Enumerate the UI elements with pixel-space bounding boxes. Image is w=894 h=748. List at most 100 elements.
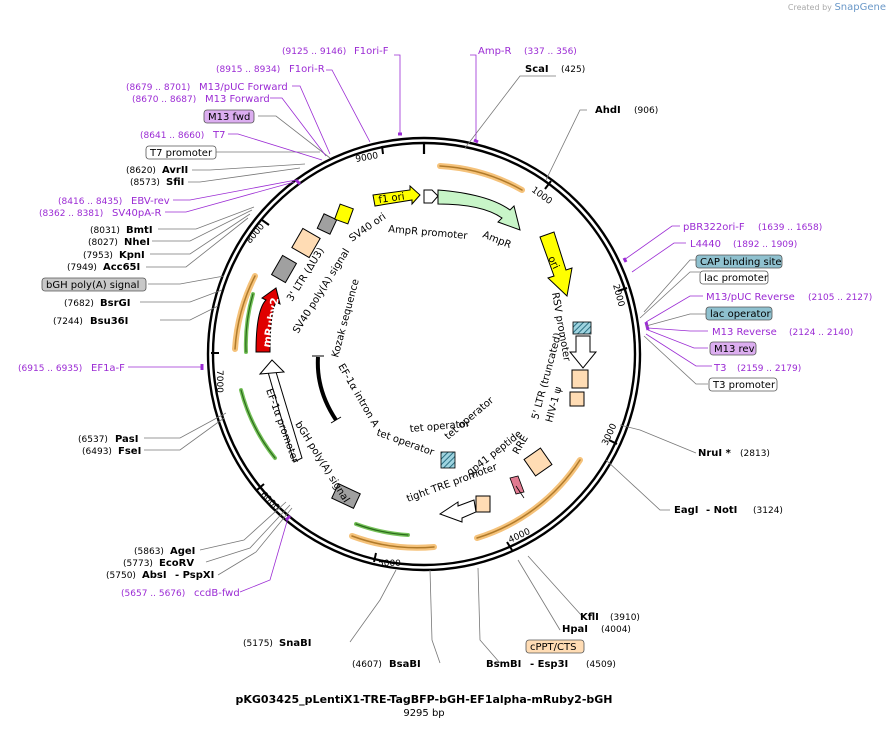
feature-ef1a-intron [315, 356, 338, 422]
svg-text:(2124 .. 2140): (2124 .. 2140) [789, 328, 853, 338]
credit-prefix: Created by [787, 3, 832, 12]
svg-text:ScaI: ScaI [525, 64, 549, 75]
svg-text:lac operator: lac operator [710, 309, 771, 320]
svg-text:(3124): (3124) [753, 506, 783, 516]
svg-text:Amp-R: Amp-R [478, 46, 512, 57]
site-bsmbi-esp3i: BsmBI- Esp3I(4509) [486, 659, 616, 670]
site-ecorv: (5773)EcoRV [123, 558, 194, 569]
feature-sv40-ori [334, 203, 354, 225]
arc-left-core [234, 275, 256, 350]
site-nhei: (8027) NheI [88, 237, 150, 248]
label-f1-ori: f1 ori [378, 191, 405, 206]
plasmid-title: pKG03425_pLentiX1-TRE-TagBFP-bGH-EF1alph… [235, 693, 612, 706]
arc-ampR-core [439, 165, 523, 191]
svg-text:(6493): (6493) [82, 447, 112, 457]
arc-ampR-region [437, 163, 525, 193]
primer-m13-puc-reverse: M13/pUC Reverse(2105 .. 2127) [706, 292, 872, 303]
svg-text:BsmBI: BsmBI [486, 659, 521, 670]
primer-amp-r: Amp-R(337 .. 356) [478, 46, 577, 57]
svg-text:(4607): (4607) [352, 660, 382, 670]
svg-text:NheI: NheI [124, 237, 150, 248]
svg-text:SV40pA-R: SV40pA-R [112, 208, 161, 219]
box-m13-rev: M13 rev [709, 341, 757, 356]
tick-7000: 7000 [211, 352, 224, 393]
svg-text:(425): (425) [561, 65, 585, 75]
label-sv40-ori: SV40 ori [347, 211, 388, 244]
svg-text:T7: T7 [212, 130, 225, 141]
svg-text:CAP binding site: CAP binding site [700, 257, 782, 268]
label-kozak: Kozak sequence [330, 278, 362, 359]
svg-text:(5773): (5773) [123, 559, 153, 569]
primer-ccdb-fwd: (5657 .. 5676)ccdB-fwd [121, 588, 240, 599]
svg-text:(8573): (8573) [130, 178, 160, 188]
svg-text:(3910): (3910) [610, 613, 640, 623]
svg-text:lac promoter: lac promoter [704, 273, 769, 284]
box-bgh-polya: bGH poly(A) signal [41, 277, 147, 292]
site-pasi: (6537) PasI [78, 434, 138, 445]
leader-lines [128, 54, 712, 664]
svg-text:9000: 9000 [355, 151, 380, 165]
svg-text:SfiI: SfiI [166, 177, 184, 188]
site-fsei: (6493) FseI [82, 446, 141, 457]
svg-text:(6537): (6537) [78, 435, 108, 445]
svg-text:AvrII: AvrII [162, 165, 188, 176]
svg-text:AgeI: AgeI [170, 546, 195, 557]
svg-text:7000: 7000 [214, 370, 224, 393]
box-t7-promoter: T7 promoter [145, 145, 217, 160]
svg-text:M13 rev: M13 rev [714, 344, 755, 355]
boxed-labels: M13 fwd T7 promoter bGH poly(A) signal C… [41, 109, 783, 654]
feature-sv40-ori-gray [316, 213, 338, 235]
site-acc65i: (7949)Acc65I [67, 262, 140, 273]
site-bsu36i: (7244)Bsu36I [53, 316, 128, 327]
svg-text:FseI: FseI [118, 446, 141, 457]
box-m13-fwd: M13 fwd [203, 109, 255, 124]
svg-text:- NotI: - NotI [706, 505, 737, 516]
svg-text:(4509): (4509) [586, 660, 616, 670]
svg-text:(5175): (5175) [243, 639, 273, 649]
tick-9000: 9000 [355, 145, 384, 165]
svg-text:PasI: PasI [115, 434, 138, 445]
svg-text:(8670 .. 8687): (8670 .. 8687) [132, 95, 196, 105]
site-avrii: (8620)AvrII [126, 165, 188, 176]
label-tet-operator-3: tet operator [443, 395, 497, 443]
site-nrui: NruI *(2813) [698, 448, 770, 459]
label-ampR-promoter: AmpR promoter [388, 224, 469, 242]
svg-text:(9125 .. 9146): (9125 .. 9146) [282, 47, 346, 57]
plasmid-length: 9295 bp [403, 708, 444, 719]
svg-text:(8027): (8027) [88, 238, 118, 248]
site-kpni: (7953)KpnI [83, 250, 145, 261]
feature-rsv-promoter [568, 335, 598, 369]
svg-text:M13/pUC Reverse: M13/pUC Reverse [706, 292, 795, 303]
svg-text:T7 promoter: T7 promoter [149, 148, 213, 159]
label-ampR: AmpR [481, 230, 513, 251]
svg-text:5000: 5000 [378, 559, 401, 569]
site-absi-pspxi: (5750)AbsI- PspXI [106, 570, 214, 581]
feature-lac-operator-hatch [572, 321, 592, 335]
svg-text:(5750): (5750) [106, 571, 136, 581]
svg-text:(7244): (7244) [53, 317, 83, 327]
site-scai: ScaI (425) [525, 64, 585, 75]
feature-5ltr [571, 369, 589, 389]
feature-ampR [437, 189, 521, 231]
label-bgh-polyA: bGH poly(A) signal [292, 420, 351, 505]
svg-text:(906): (906) [634, 106, 658, 116]
svg-text:T3 promoter: T3 promoter [712, 380, 776, 391]
svg-text:1000: 1000 [529, 185, 554, 207]
primer-l4440: L4440(1892 .. 1909) [690, 239, 797, 250]
tick-5000: 5000 [373, 552, 401, 569]
site-bsabi: (4607)BsaBI [352, 659, 421, 670]
primers: (9125 .. 9146)F1ori-F (8915 .. 8934)F1or… [18, 46, 872, 599]
svg-text:(1892 .. 1909): (1892 .. 1909) [733, 240, 797, 250]
svg-text:(5657 .. 5676): (5657 .. 5676) [121, 589, 185, 599]
site-agei: (5863)AgeI [134, 546, 195, 557]
svg-text:cPPT/CTS: cPPT/CTS [530, 642, 576, 653]
arc-lower-right-core [476, 459, 581, 539]
arc-bottom-core [351, 535, 435, 549]
feature-3ltr [291, 227, 321, 259]
svg-text:AbsI: AbsI [142, 570, 167, 581]
label-tet-operator-1: tet operator [409, 419, 471, 435]
svg-text:8000: 8000 [245, 222, 268, 246]
primer-m13-puc-forward: (8679 .. 8701)M13/pUC Forward [126, 82, 288, 93]
site-snabi: (5175)SnaBI [243, 638, 311, 649]
site-bsrgi: (7682)BsrGI [64, 298, 130, 309]
